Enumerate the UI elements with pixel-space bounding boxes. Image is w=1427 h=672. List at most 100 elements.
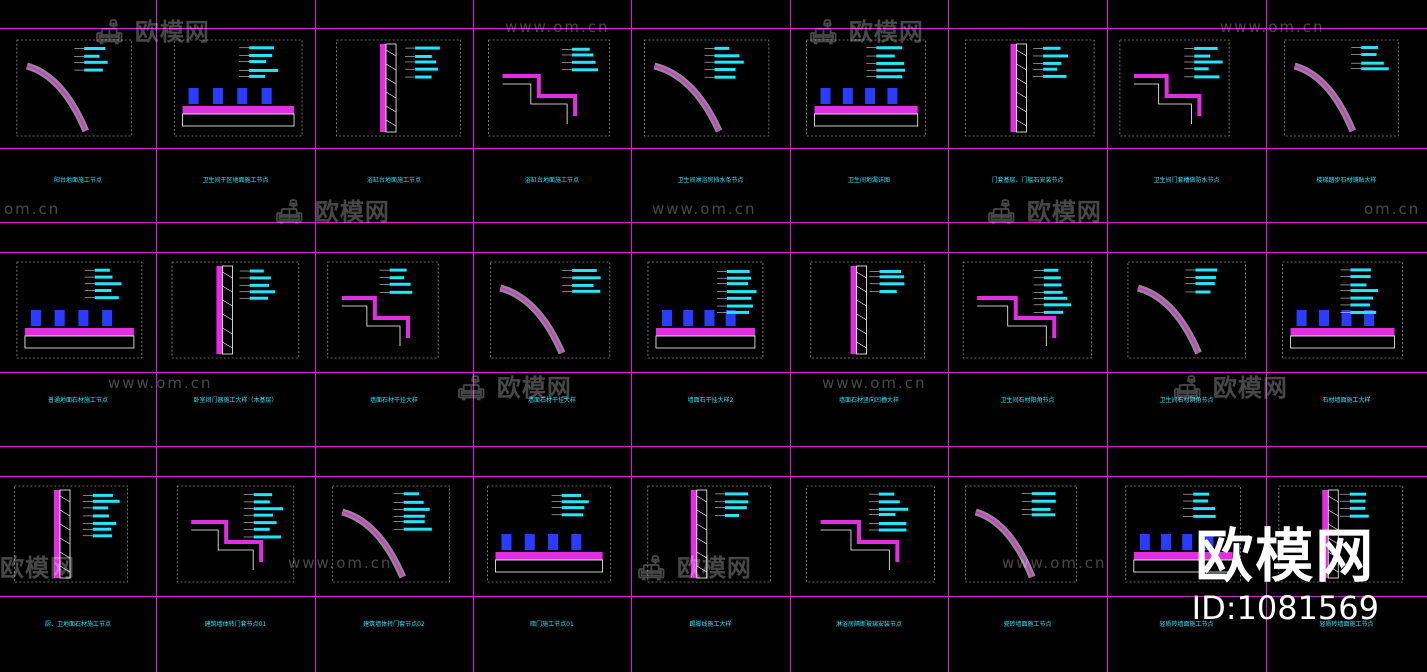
detail-slab (24, 335, 135, 349)
annotation-label (1043, 310, 1064, 314)
annotation-label (1043, 276, 1061, 280)
detail-hatch (696, 565, 707, 573)
detail-cell: 墙面石材竖向凹槽大样 (810, 261, 925, 404)
detail-hatch (696, 537, 707, 545)
annotation-label (403, 507, 430, 511)
annotation-label (249, 283, 270, 287)
annotation-label (249, 276, 271, 280)
annotation-label (876, 46, 903, 50)
detail-curve (654, 65, 720, 132)
detail-hatch (1016, 91, 1027, 99)
annotation-label (249, 68, 279, 72)
annotation-label (1193, 499, 1209, 503)
detail-step (502, 83, 568, 124)
annotation-label (253, 513, 274, 517)
annotation-label (878, 528, 907, 532)
detail-block (1341, 310, 1352, 326)
annotation-label (1350, 268, 1371, 272)
detail-slab (1290, 335, 1395, 349)
detail-frame (327, 261, 439, 359)
annotation-label (249, 290, 276, 294)
detail-block (1203, 534, 1214, 550)
annotation-label (1193, 492, 1210, 496)
annotation-label (1043, 296, 1068, 300)
detail-step (977, 296, 1057, 338)
annotation-label (571, 53, 594, 57)
detail-hatch (59, 495, 71, 503)
annotation-label (561, 493, 582, 497)
annotation-label (726, 269, 750, 273)
detail-hatch (1328, 537, 1339, 545)
annotation-label (403, 520, 425, 524)
detail-frame (1284, 39, 1399, 137)
annotation-label (1361, 61, 1384, 65)
annotation-label (714, 54, 740, 58)
annotation-label (1195, 268, 1218, 272)
detail-step (977, 305, 1047, 346)
annotation-label (249, 60, 266, 64)
annotation-label (1350, 296, 1374, 300)
detail-frame (331, 485, 451, 583)
annotation-label (726, 282, 749, 286)
annotation-label (253, 500, 270, 504)
annotation-label (1350, 310, 1377, 314)
annotation-label (249, 46, 274, 50)
detail-hatch (696, 509, 707, 517)
annotation-label (253, 507, 284, 511)
detail-wall (222, 265, 233, 355)
annotation-label (249, 74, 266, 78)
detail-wall (1010, 44, 1017, 132)
annotation-label (561, 513, 584, 517)
detail-wall (690, 490, 697, 578)
annotation-label (878, 513, 896, 517)
annotation-label (389, 290, 413, 294)
annotation-label (1195, 290, 1211, 294)
detail-caption: 卫生间地漏详图 (848, 176, 890, 184)
annotation-label (1194, 60, 1223, 64)
detail-wall (1327, 489, 1339, 579)
detail-curve (499, 284, 566, 355)
detail-caption: 阳台地面施工节点 (54, 176, 102, 184)
detail-frame (488, 39, 610, 137)
detail-cell: 卫生间石材阳角节点 (962, 261, 1093, 404)
annotation-label (571, 60, 596, 64)
annotation-label (571, 47, 590, 51)
annotation-label (714, 60, 744, 64)
detail-frame (1125, 485, 1241, 583)
detail-block (1161, 534, 1172, 550)
detail-hatch (385, 119, 397, 127)
detail-hatch (696, 523, 707, 531)
annotation-label (572, 289, 601, 293)
detail-cell: 浴缸台地面施工节点 (488, 39, 610, 184)
detail-hatch (222, 271, 233, 279)
detail-step (341, 296, 410, 338)
detail-caption: 淋浴房隔断玻璃安装节点 (836, 620, 902, 628)
annotation-label (403, 500, 424, 504)
detail-caption: 石材墙面施工大样 (1322, 396, 1370, 404)
detail-frame (171, 261, 300, 359)
annotation-label (415, 54, 432, 58)
detail-hatch (856, 341, 867, 349)
detail-slab (1133, 559, 1234, 573)
annotation-label (92, 514, 109, 518)
detail-cell: 墙面石材干挂大样 (327, 261, 439, 404)
annotation-label (1194, 75, 1220, 79)
detail-hatch (1328, 495, 1339, 503)
detail-curve (1294, 65, 1354, 132)
detail-hatch (385, 105, 397, 113)
detail-block (524, 534, 535, 550)
annotation-label (726, 276, 752, 280)
brand-id: ID:1081569 (1191, 589, 1379, 627)
annotation-label (403, 514, 425, 518)
detail-curve (25, 62, 90, 133)
detail-caption: 建筑墙体转门套节点01 (205, 620, 267, 628)
annotation-label (1361, 53, 1377, 57)
detail-wall (385, 43, 397, 133)
annotation-label (876, 75, 903, 79)
annotation-label (724, 513, 739, 517)
detail-hatch (59, 509, 71, 517)
annotation-label (724, 500, 749, 504)
annotation-label (1043, 67, 1058, 71)
detail-slab (24, 328, 134, 336)
